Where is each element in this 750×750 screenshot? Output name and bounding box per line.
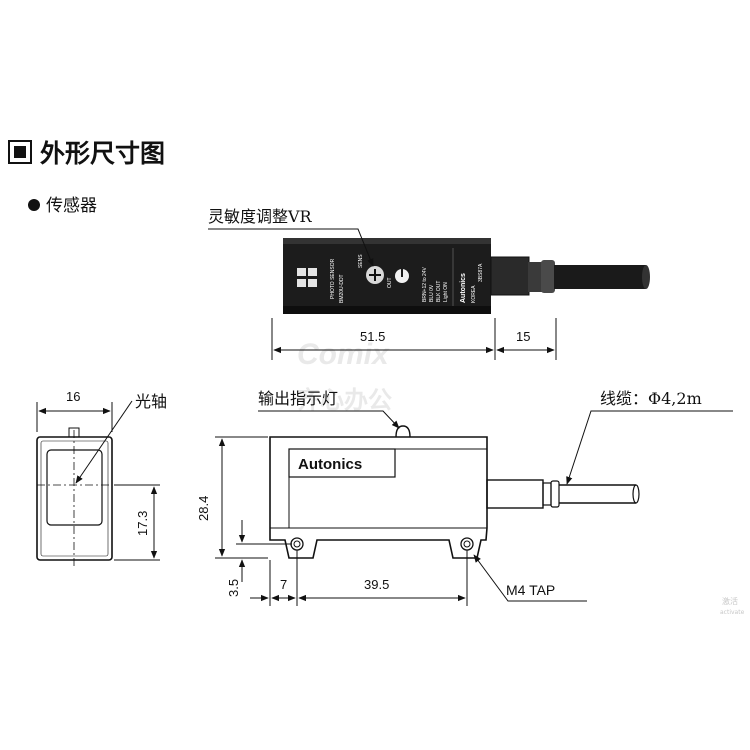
watermark-brand: Comix: [297, 338, 390, 371]
label-out: OUT: [387, 277, 393, 288]
end-view: [36, 427, 113, 568]
front-dimension-lines: [215, 436, 468, 606]
label-origin: KOREA: [471, 285, 477, 303]
dim-hole-pitch: 39.5: [364, 577, 389, 592]
front-brand-label: Autonics: [298, 456, 362, 473]
sensor-photo: [283, 238, 650, 314]
end-view-dimensions: [36, 402, 160, 561]
callout-output-led: 输出指示灯: [258, 389, 338, 408]
label-wiring-1: BRN+12 to 24V: [422, 266, 428, 302]
dim-base-offset: 3.5: [226, 579, 241, 597]
callout-m4-tap: M4 TAP: [506, 582, 555, 598]
dim-body-length: 51.5: [360, 329, 385, 344]
dim-height: 28.4: [196, 496, 211, 521]
subsection-title: 传感器: [46, 196, 97, 216]
section-square-icon: [8, 140, 32, 164]
section-square-fill: [14, 146, 26, 158]
top-dimension-lines: [271, 318, 557, 360]
dim-width: 16: [66, 389, 80, 404]
label-type: PHOTO SENSOR: [330, 258, 336, 299]
label-model: BM20U-DDT: [339, 274, 345, 303]
label-wiring-2: BLU 0V: [429, 284, 435, 302]
label-wiring-3: BLK OUT: [436, 281, 442, 302]
callout-optical-axis: 光轴: [135, 392, 167, 411]
label-brand: Autonics: [460, 273, 467, 303]
dim-axis-height: 17.3: [135, 511, 150, 536]
corner-mark-en: activate: [720, 609, 745, 616]
front-view: Autonics: [269, 425, 640, 559]
label-sens: SENS: [358, 254, 364, 268]
callout-sens-vr: 灵敏度调整VR: [208, 207, 313, 226]
label-code: 3BS87A: [478, 263, 484, 282]
dim-hole-offset: 7: [280, 577, 287, 592]
bullet-icon: [28, 199, 40, 211]
dim-cable-gland: 15: [516, 329, 530, 344]
corner-mark-cn: 激活: [722, 596, 738, 606]
label-wiring-4: Light ON: [443, 282, 449, 302]
section-title: 外形尺寸图: [40, 139, 165, 168]
watermark-cn: 齐心办公: [296, 386, 392, 414]
callout-cable: 线缆：Φ4,2m: [600, 389, 702, 408]
